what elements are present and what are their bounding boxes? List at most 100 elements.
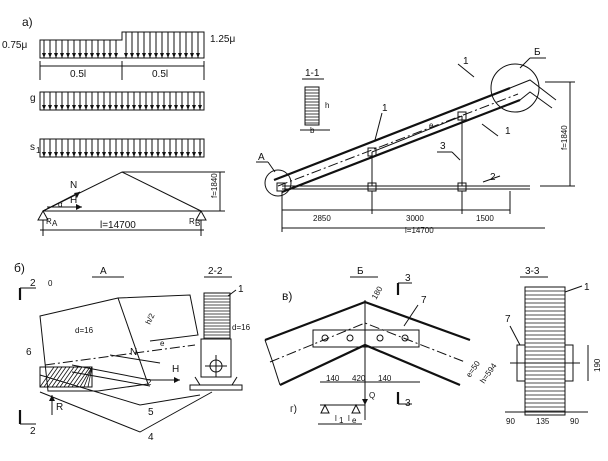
load-left-label: 0.75μ — [2, 40, 27, 51]
force-n-label-b: N — [130, 347, 137, 358]
q-label: Q — [369, 391, 375, 400]
detail-a-circle — [264, 169, 292, 197]
truss-elevation: 1-1 h b А Б 1 1 — [256, 47, 575, 235]
truss-span-label: l=14700 — [405, 226, 434, 235]
dim-3000: 3000 — [406, 214, 424, 223]
svg-text:A: A — [52, 219, 58, 228]
section-22-title: 2-2 — [208, 266, 223, 277]
section-11-title: 1-1 — [305, 68, 320, 79]
dim-135: 135 — [536, 417, 550, 426]
detail-b-circle — [490, 63, 540, 113]
dim-190: 190 — [593, 358, 602, 372]
bolt-d-label: d=16 — [75, 326, 94, 335]
truss-rise-label: f=1840 — [560, 125, 569, 150]
reaction-label: R — [56, 402, 63, 413]
section-33-callout: 1 — [584, 282, 590, 293]
svg-text:l: l — [348, 414, 350, 423]
detail-b-label: Б — [534, 47, 541, 58]
snow-load-block — [42, 32, 200, 58]
span-total-label: l=14700 — [100, 220, 136, 231]
panel-g-label: г) — [290, 404, 297, 415]
dim-180: 180 — [370, 284, 385, 301]
span-right-label: 0.5l — [152, 69, 168, 80]
node-a-block — [39, 297, 149, 392]
load-g-label: g — [30, 93, 36, 104]
top-chord-upper — [281, 98, 521, 194]
ridge-right — [509, 79, 557, 109]
svg-text:1: 1 — [505, 126, 511, 137]
top-chord-end — [117, 294, 199, 342]
force-n-arrow — [42, 191, 81, 212]
svg-text:3: 3 — [405, 273, 411, 284]
angle-label: α — [58, 200, 63, 209]
ridge-upper — [264, 300, 471, 342]
svg-text:h/2: h/2 — [144, 311, 157, 325]
svg-text:1: 1 — [339, 416, 344, 425]
dim-e50: e=50 — [464, 359, 482, 379]
callout-3: 3 — [440, 141, 446, 152]
svg-text:l: l — [335, 414, 337, 423]
tie-rod — [71, 364, 151, 381]
ridge-plate — [312, 329, 420, 348]
load-s-label: s — [30, 142, 35, 153]
svg-text:1: 1 — [463, 56, 469, 67]
svg-text:3: 3 — [405, 398, 411, 409]
section-33-callout7: 7 — [505, 314, 511, 325]
svg-text:B: B — [195, 219, 200, 228]
section-22: 2-2 d=16 1 — [189, 266, 251, 391]
svg-text:e: e — [429, 121, 434, 130]
detail-b-title: Б — [357, 266, 364, 277]
force-h-label-b: H — [172, 364, 179, 375]
dim-1500: 1500 — [476, 214, 494, 223]
svg-text:2: 2 — [30, 426, 36, 437]
callout-4: 4 — [148, 432, 154, 443]
dim-420: 420 — [352, 374, 366, 383]
dim-140b: 140 — [378, 374, 392, 383]
svg-text:e: e — [160, 339, 165, 348]
panel-b: б) А 2 2 N H R d=16 0 6 5 4 2 h/2 — [14, 261, 213, 443]
ridge-lower — [279, 343, 461, 387]
section-11-rect — [304, 86, 320, 126]
dim-90a: 90 — [506, 417, 515, 426]
callout-5: 5 — [148, 407, 154, 418]
svg-text:2: 2 — [147, 378, 152, 387]
support-left-label: R — [46, 217, 52, 226]
svg-text:0: 0 — [48, 279, 53, 288]
load-right-label: 1.25μ — [210, 34, 235, 45]
support-base — [189, 384, 243, 391]
panel-c-label: в) — [282, 289, 292, 303]
detail-a-title: А — [100, 266, 107, 277]
chord-axis-a — [44, 344, 196, 366]
panel-a-label: а) — [22, 15, 33, 29]
snow-load-outline — [39, 31, 205, 59]
panel-c: в) Б 3 3 180 7 140 420 140 e=50 h=594 г) — [264, 266, 499, 425]
force-n-label: N — [70, 180, 77, 191]
callout-2: 2 — [490, 172, 496, 183]
load-s-sub: 1 — [36, 146, 41, 155]
panel-b-label: б) — [14, 261, 25, 275]
panel-a: а) 0.75μ 1.25μ 0.5l 0.5l g s 1 N H α — [2, 15, 235, 236]
dim-90b: 90 — [570, 417, 579, 426]
svg-text:е: е — [352, 416, 357, 425]
detail-a-label: А — [258, 152, 265, 163]
top-chord-axis — [277, 93, 519, 187]
leader-5 — [39, 374, 201, 406]
support-right-label: R — [189, 217, 195, 226]
svg-text:2: 2 — [30, 278, 36, 289]
section-33-title: 3-3 — [525, 266, 540, 277]
force-h-label: H — [70, 195, 77, 206]
dim-2850: 2850 — [313, 214, 331, 223]
callout-7: 7 — [421, 295, 427, 306]
ridge-axis — [269, 322, 466, 363]
callout-1: 1 — [382, 103, 388, 114]
force-n-arrow-b — [109, 354, 161, 364]
span-left-label: 0.5l — [70, 69, 86, 80]
callout-6: 6 — [26, 347, 32, 358]
section-22-d: d=16 — [232, 323, 251, 332]
leader-4 — [39, 391, 213, 433]
rise-label: f=1840 — [210, 173, 219, 198]
dim-140: 140 — [326, 374, 340, 383]
section-33: 3-3 1 7 190 90 135 90 — [505, 266, 602, 426]
truss-scheme-triangle — [42, 171, 202, 212]
